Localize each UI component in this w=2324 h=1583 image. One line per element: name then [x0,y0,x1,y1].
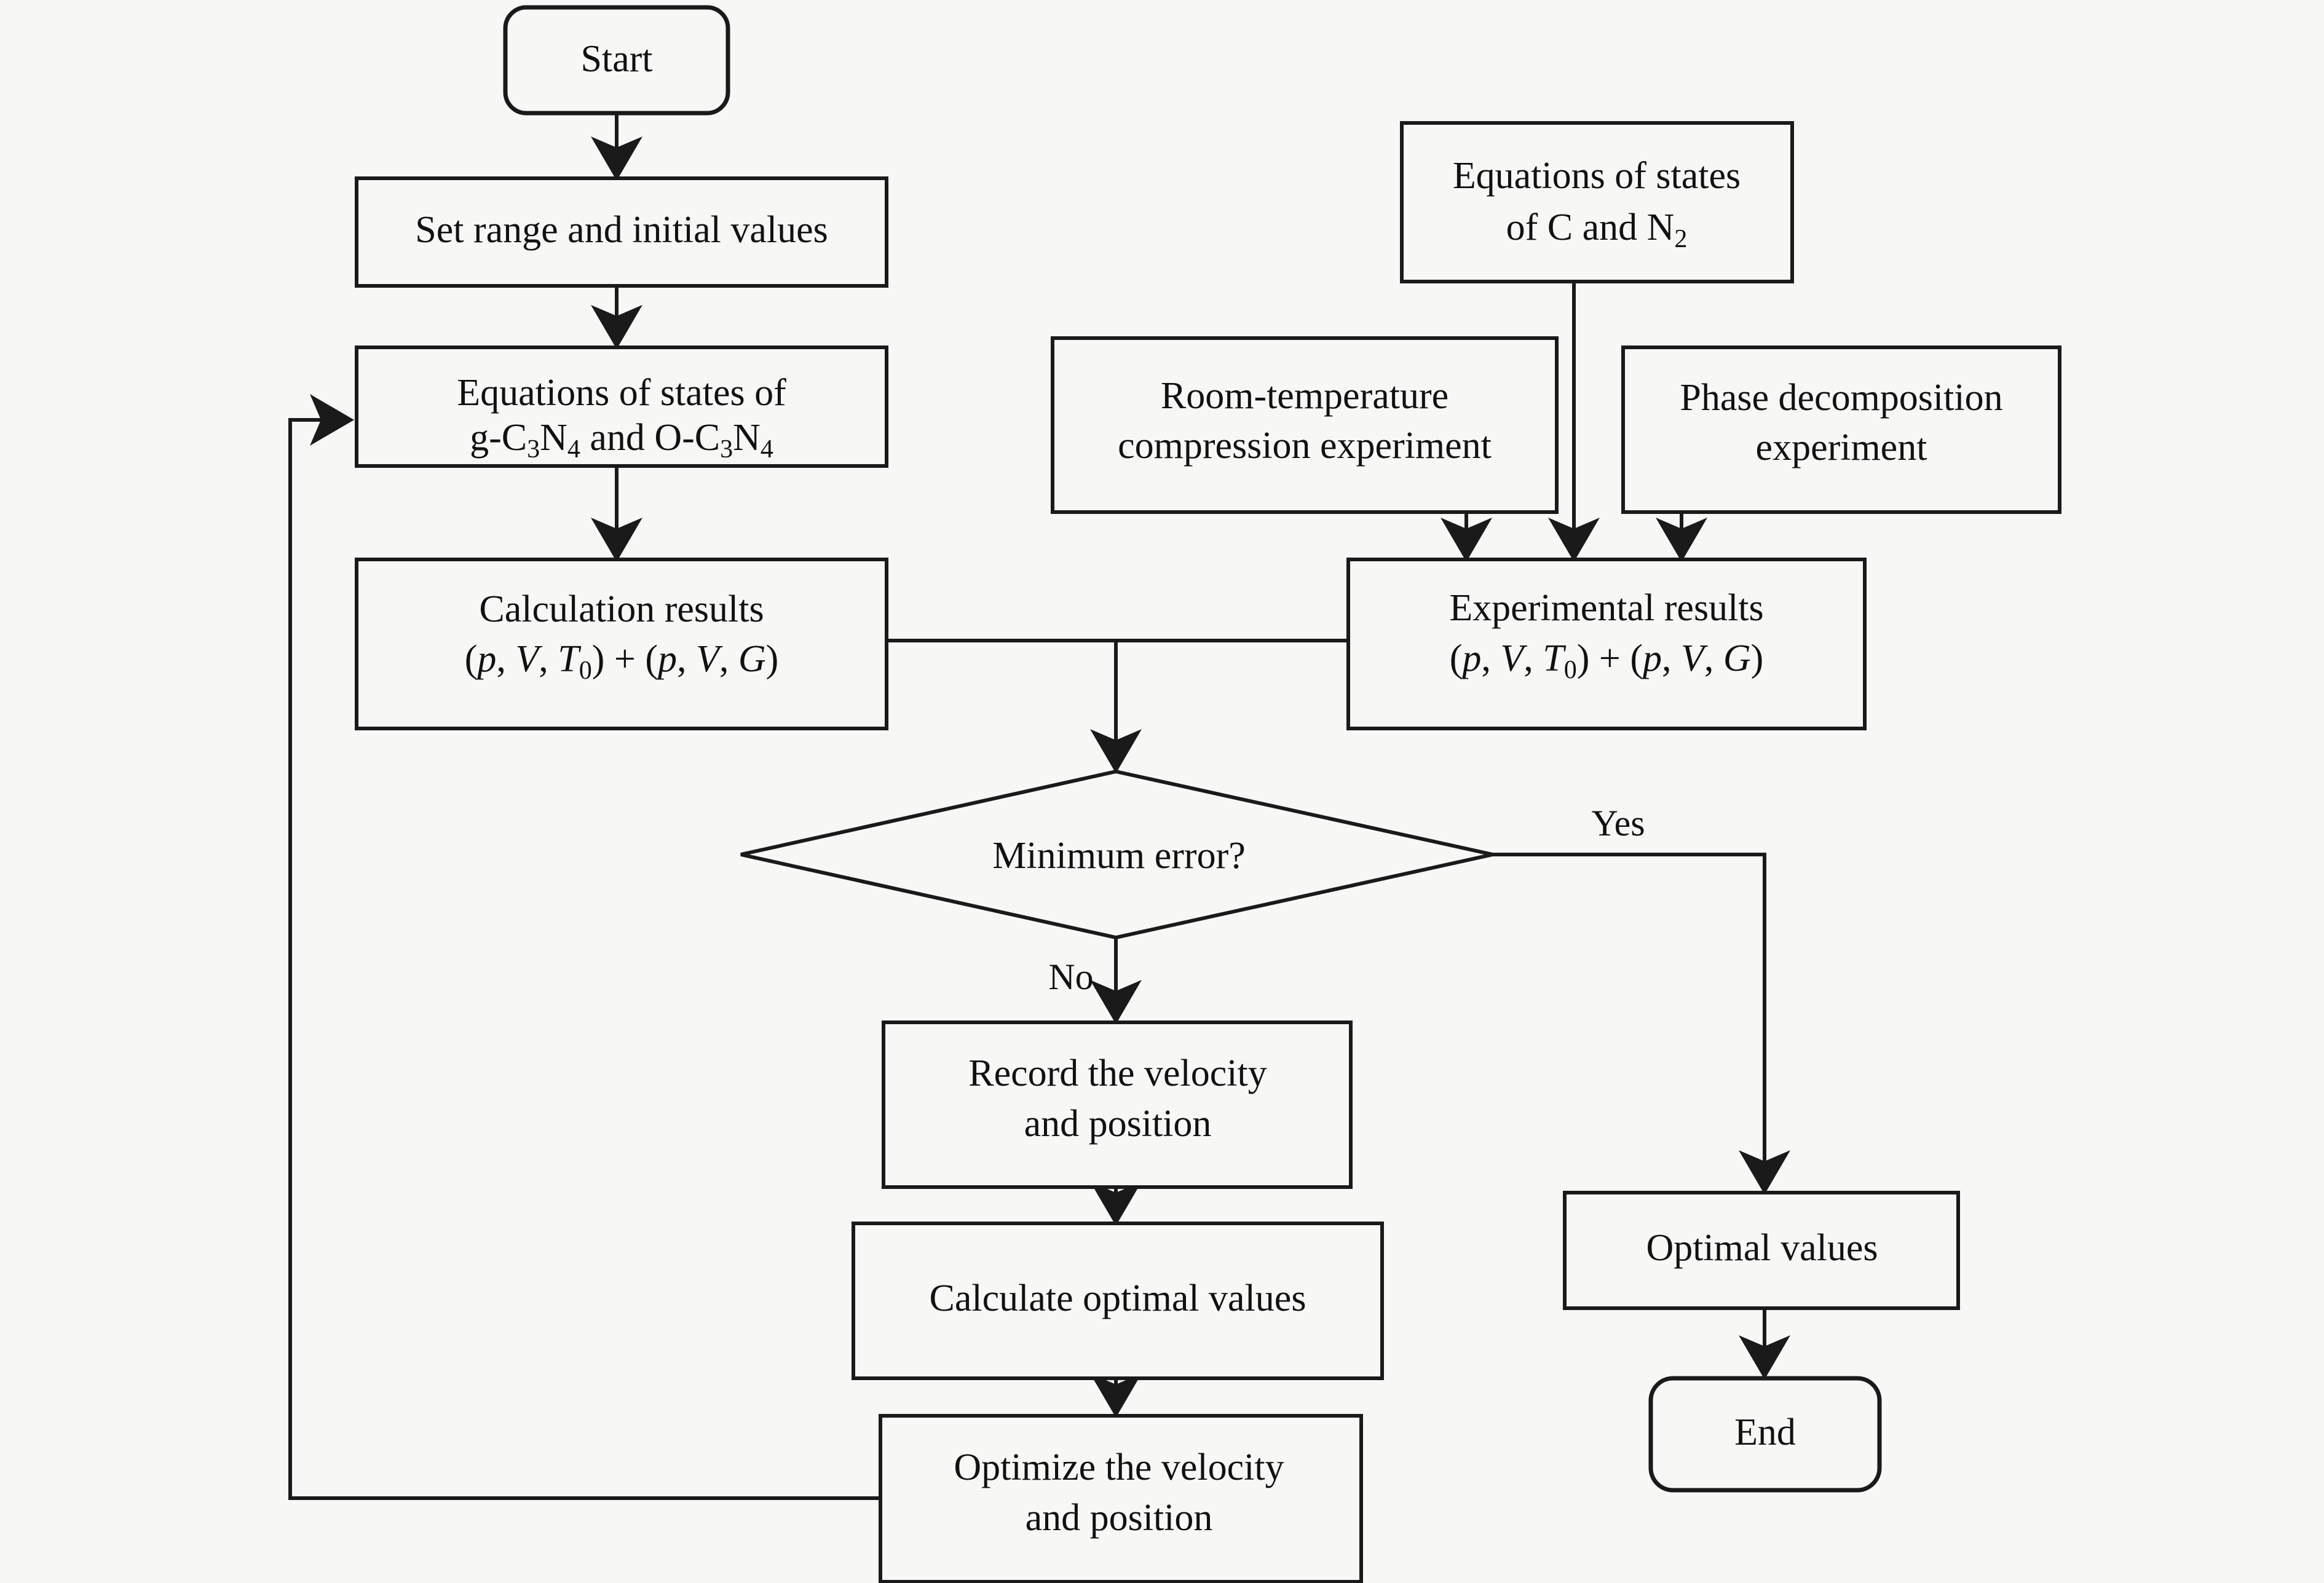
node-eos-c-n2-line2: of C and N2 [1506,207,1688,253]
node-set-range-label: Set range and initial values [415,209,828,251]
node-experimental-results[interactable]: Experimental results (p, V, T0) + (p, V,… [1346,558,1867,730]
node-eos-c-n2[interactable]: Equations of states of C and N2 [1400,121,1794,283]
node-start[interactable]: Start [503,5,730,116]
node-optimal-values-label: Optimal values [1646,1227,1878,1269]
node-end-label: End [1734,1411,1796,1453]
edge-label-yes: Yes [1591,803,1645,843]
node-optimize-velocity-line1: Optimize the velocity [954,1447,1284,1488]
node-eos-gcn[interactable]: Equations of states of g-C3N4 and O-C3N4 [355,345,888,468]
node-room-temperature-line2: compression experiment [1118,425,1492,467]
node-record-velocity-line1: Record the velocity [968,1052,1267,1094]
node-optimize-velocity[interactable]: Optimize the velocity and position [879,1414,1363,1583]
node-room-temperature-line1: Room-temperature [1161,375,1449,417]
node-calculation-results-formula: (p, V, T0) + (p, V, G) [465,638,779,684]
node-calculate-optimal-values-label: Calculate optimal values [930,1277,1306,1319]
node-record-velocity[interactable]: Record the velocity and position [882,1020,1353,1189]
node-decision-label: Minimum error? [992,835,1246,877]
node-start-label: Start [580,38,652,80]
node-calculation-results[interactable]: Calculation results (p, V, T0) + (p, V, … [355,558,888,730]
connector-decision-yes-to-optimalvalues [1493,853,1790,1194]
node-calculate-optimal-values[interactable]: Calculate optimal values [852,1222,1384,1380]
node-eos-gcn-line1: Equations of states of [457,372,786,414]
node-calculation-results-line1: Calculation results [479,588,764,630]
node-phase-decomposition[interactable]: Phase decomposition experiment [1621,345,2061,514]
node-eos-gcn-line2: g-C3N4 and O-C3N4 [470,417,773,463]
node-optimal-values[interactable]: Optimal values [1563,1191,1960,1310]
node-record-velocity-line2: and position [1024,1103,1212,1145]
node-end[interactable]: End [1648,1376,1882,1493]
node-experimental-results-line1: Experimental results [1449,587,1763,629]
node-optimize-velocity-line2: and position [1026,1497,1213,1539]
node-experimental-results-formula: (p, V, T0) + (p, V, G) [1450,638,1764,684]
node-room-temperature[interactable]: Room-temperature compression experiment [1051,336,1559,514]
node-set-range[interactable]: Set range and initial values [355,176,888,288]
edge-label-no: No [1048,957,1093,997]
node-eos-c-n2-line1: Equations of states [1453,155,1741,197]
connector-optimize-feedback-loop [288,394,880,1500]
node-phase-decomposition-line2: experiment [1756,427,1927,468]
node-phase-decomposition-line1: Phase decomposition [1680,377,2002,419]
node-decision-minimum-error[interactable]: Minimum error? [740,769,1493,940]
